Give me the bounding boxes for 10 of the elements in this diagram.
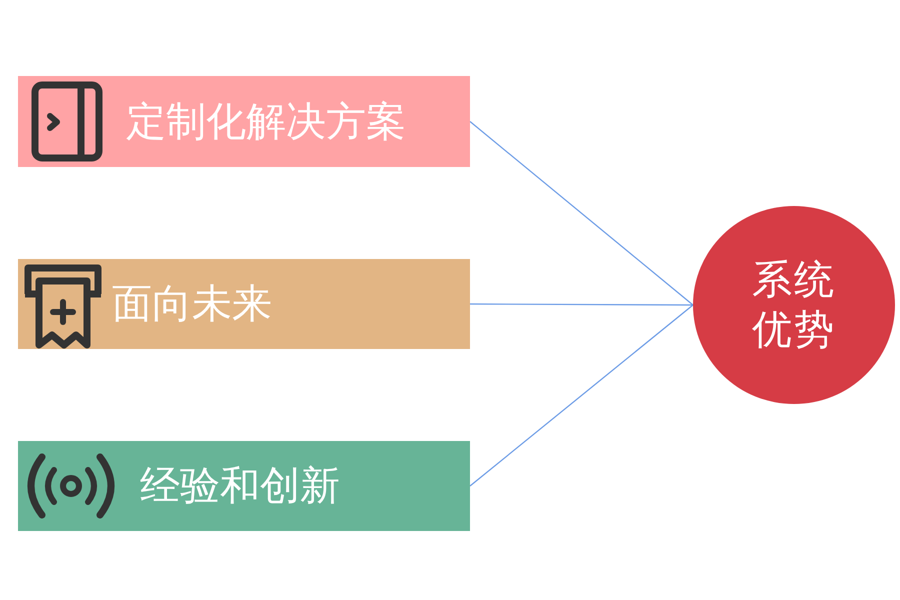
bar-label: 经验和创新 bbox=[140, 462, 340, 510]
connector-line bbox=[470, 121, 694, 306]
bar-label: 面向未来 bbox=[112, 280, 272, 328]
connector-line bbox=[470, 304, 694, 486]
circle-label: 系统优势 bbox=[751, 256, 837, 355]
bar-label: 定制化解决方案 bbox=[126, 98, 406, 146]
item-bar bbox=[18, 76, 470, 167]
item-bar bbox=[18, 441, 470, 531]
item-bar bbox=[18, 259, 470, 349]
connector-line bbox=[470, 303, 693, 306]
